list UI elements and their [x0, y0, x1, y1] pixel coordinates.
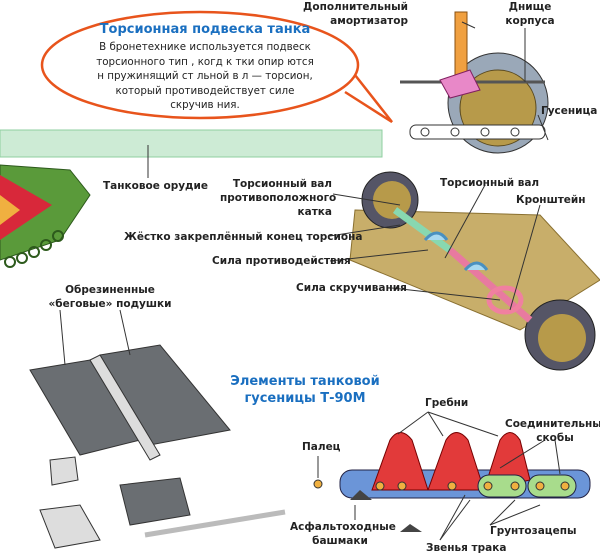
bubble-text: В бронетехнике используется подвеск торс…: [70, 40, 340, 113]
speech-bubble: [40, 10, 393, 124]
bubble-line: скручив ния.: [170, 99, 240, 112]
bubble-title: Торсионная подвеска танка: [99, 22, 311, 37]
track-elements-3d-illustration: [29, 309, 286, 549]
label-bracket: Кронштейн: [516, 194, 586, 206]
road-wheel-side-view: [400, 11, 549, 154]
label-counter-force: Сила противодействия: [212, 255, 351, 267]
bubble-line: торсионного тип , когд к тки опир ются: [96, 55, 314, 68]
tank-hull-illustration: [0, 164, 91, 268]
label-pads: Обрезиненные«беговые» подушки: [48, 284, 172, 310]
label-pin: Палец: [302, 441, 341, 453]
torsion-assembly-illustration: [329, 171, 600, 371]
bubble-line: который противодействует силе: [115, 84, 295, 97]
label-torsion-shaft: Торсионный вал: [440, 177, 540, 189]
label-grousers: Грунтозацепы: [490, 525, 577, 537]
label-track: Гусеница: [541, 105, 598, 117]
label-track-links: Звенья трака: [426, 542, 507, 554]
label-twist-force: Сила скручивания: [296, 282, 407, 294]
label-fixed-end: Жёстко закреплённый конец торсиона: [124, 231, 363, 243]
label-gun: Танковое орудие: [103, 180, 209, 192]
label-guide-horns: Гребни: [425, 397, 469, 409]
bubble-line: В бронетехнике используется подвеск: [99, 41, 311, 53]
bubble-line: н пружинящий ст льной в л — торсион,: [97, 70, 313, 83]
tank-gun-illustration: [0, 129, 383, 178]
track-link-schematic: [313, 411, 591, 541]
